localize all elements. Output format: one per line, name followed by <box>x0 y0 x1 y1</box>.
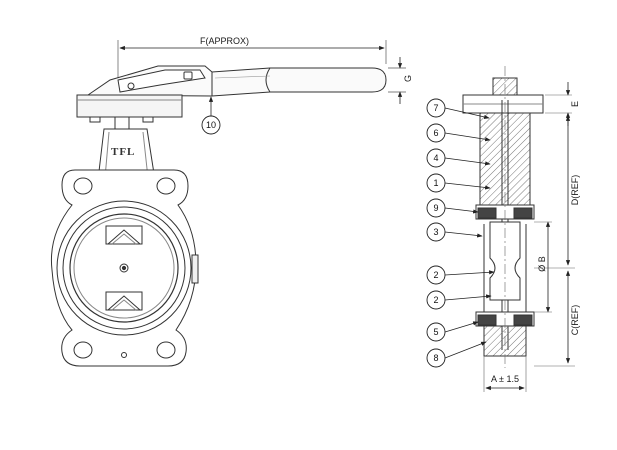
svg-text:8: 8 <box>433 353 438 363</box>
balloon-4: 4 <box>426 148 491 168</box>
dimension-e-label: E <box>570 101 580 107</box>
dimension-f <box>117 40 387 80</box>
balloon-handle: 10 <box>201 96 221 135</box>
balloon-6: 6 <box>426 123 491 143</box>
svg-text:1: 1 <box>433 178 438 188</box>
dimension-g-label: G <box>403 75 413 82</box>
svg-text:10: 10 <box>206 120 216 130</box>
dimension-a-label: A ± 1.5 <box>491 374 519 384</box>
svg-text:6: 6 <box>433 128 438 138</box>
front-view <box>50 40 406 367</box>
disc-liner <box>56 200 192 336</box>
svg-text:9: 9 <box>433 203 438 213</box>
section-dimensions <box>483 82 575 392</box>
svg-text:4: 4 <box>433 153 438 163</box>
balloon-8: 8 <box>426 341 487 368</box>
balloon-9: 9 <box>426 198 479 218</box>
balloon-5: 5 <box>426 321 479 342</box>
balloon-3: 3 <box>426 222 483 242</box>
balloon-7: 7 <box>426 98 490 119</box>
dimension-c-label: C(REF) <box>570 305 580 336</box>
section-view <box>462 66 544 368</box>
brand-mark: TFL <box>111 146 135 158</box>
svg-text:2: 2 <box>433 295 438 305</box>
svg-text:5: 5 <box>433 327 438 337</box>
dimension-d-label: D(REF) <box>570 175 580 206</box>
dimension-f-label: F(APPROX) <box>200 36 249 46</box>
disc-chevron-top <box>105 225 143 245</box>
balloon-2-upper: 2 <box>426 265 495 285</box>
lever-handle <box>86 65 387 97</box>
svg-text:7: 7 <box>433 103 438 113</box>
balloon-2-lower: 2 <box>426 290 492 310</box>
dimension-g <box>388 57 406 104</box>
disc-chevron-bottom <box>105 291 143 311</box>
dimension-b-label: Ø B <box>537 256 547 272</box>
top-plate <box>76 94 183 130</box>
disc-pin <box>119 263 129 273</box>
svg-text:3: 3 <box>433 227 438 237</box>
svg-text:2: 2 <box>433 270 438 280</box>
balloon-1: 1 <box>426 173 491 193</box>
